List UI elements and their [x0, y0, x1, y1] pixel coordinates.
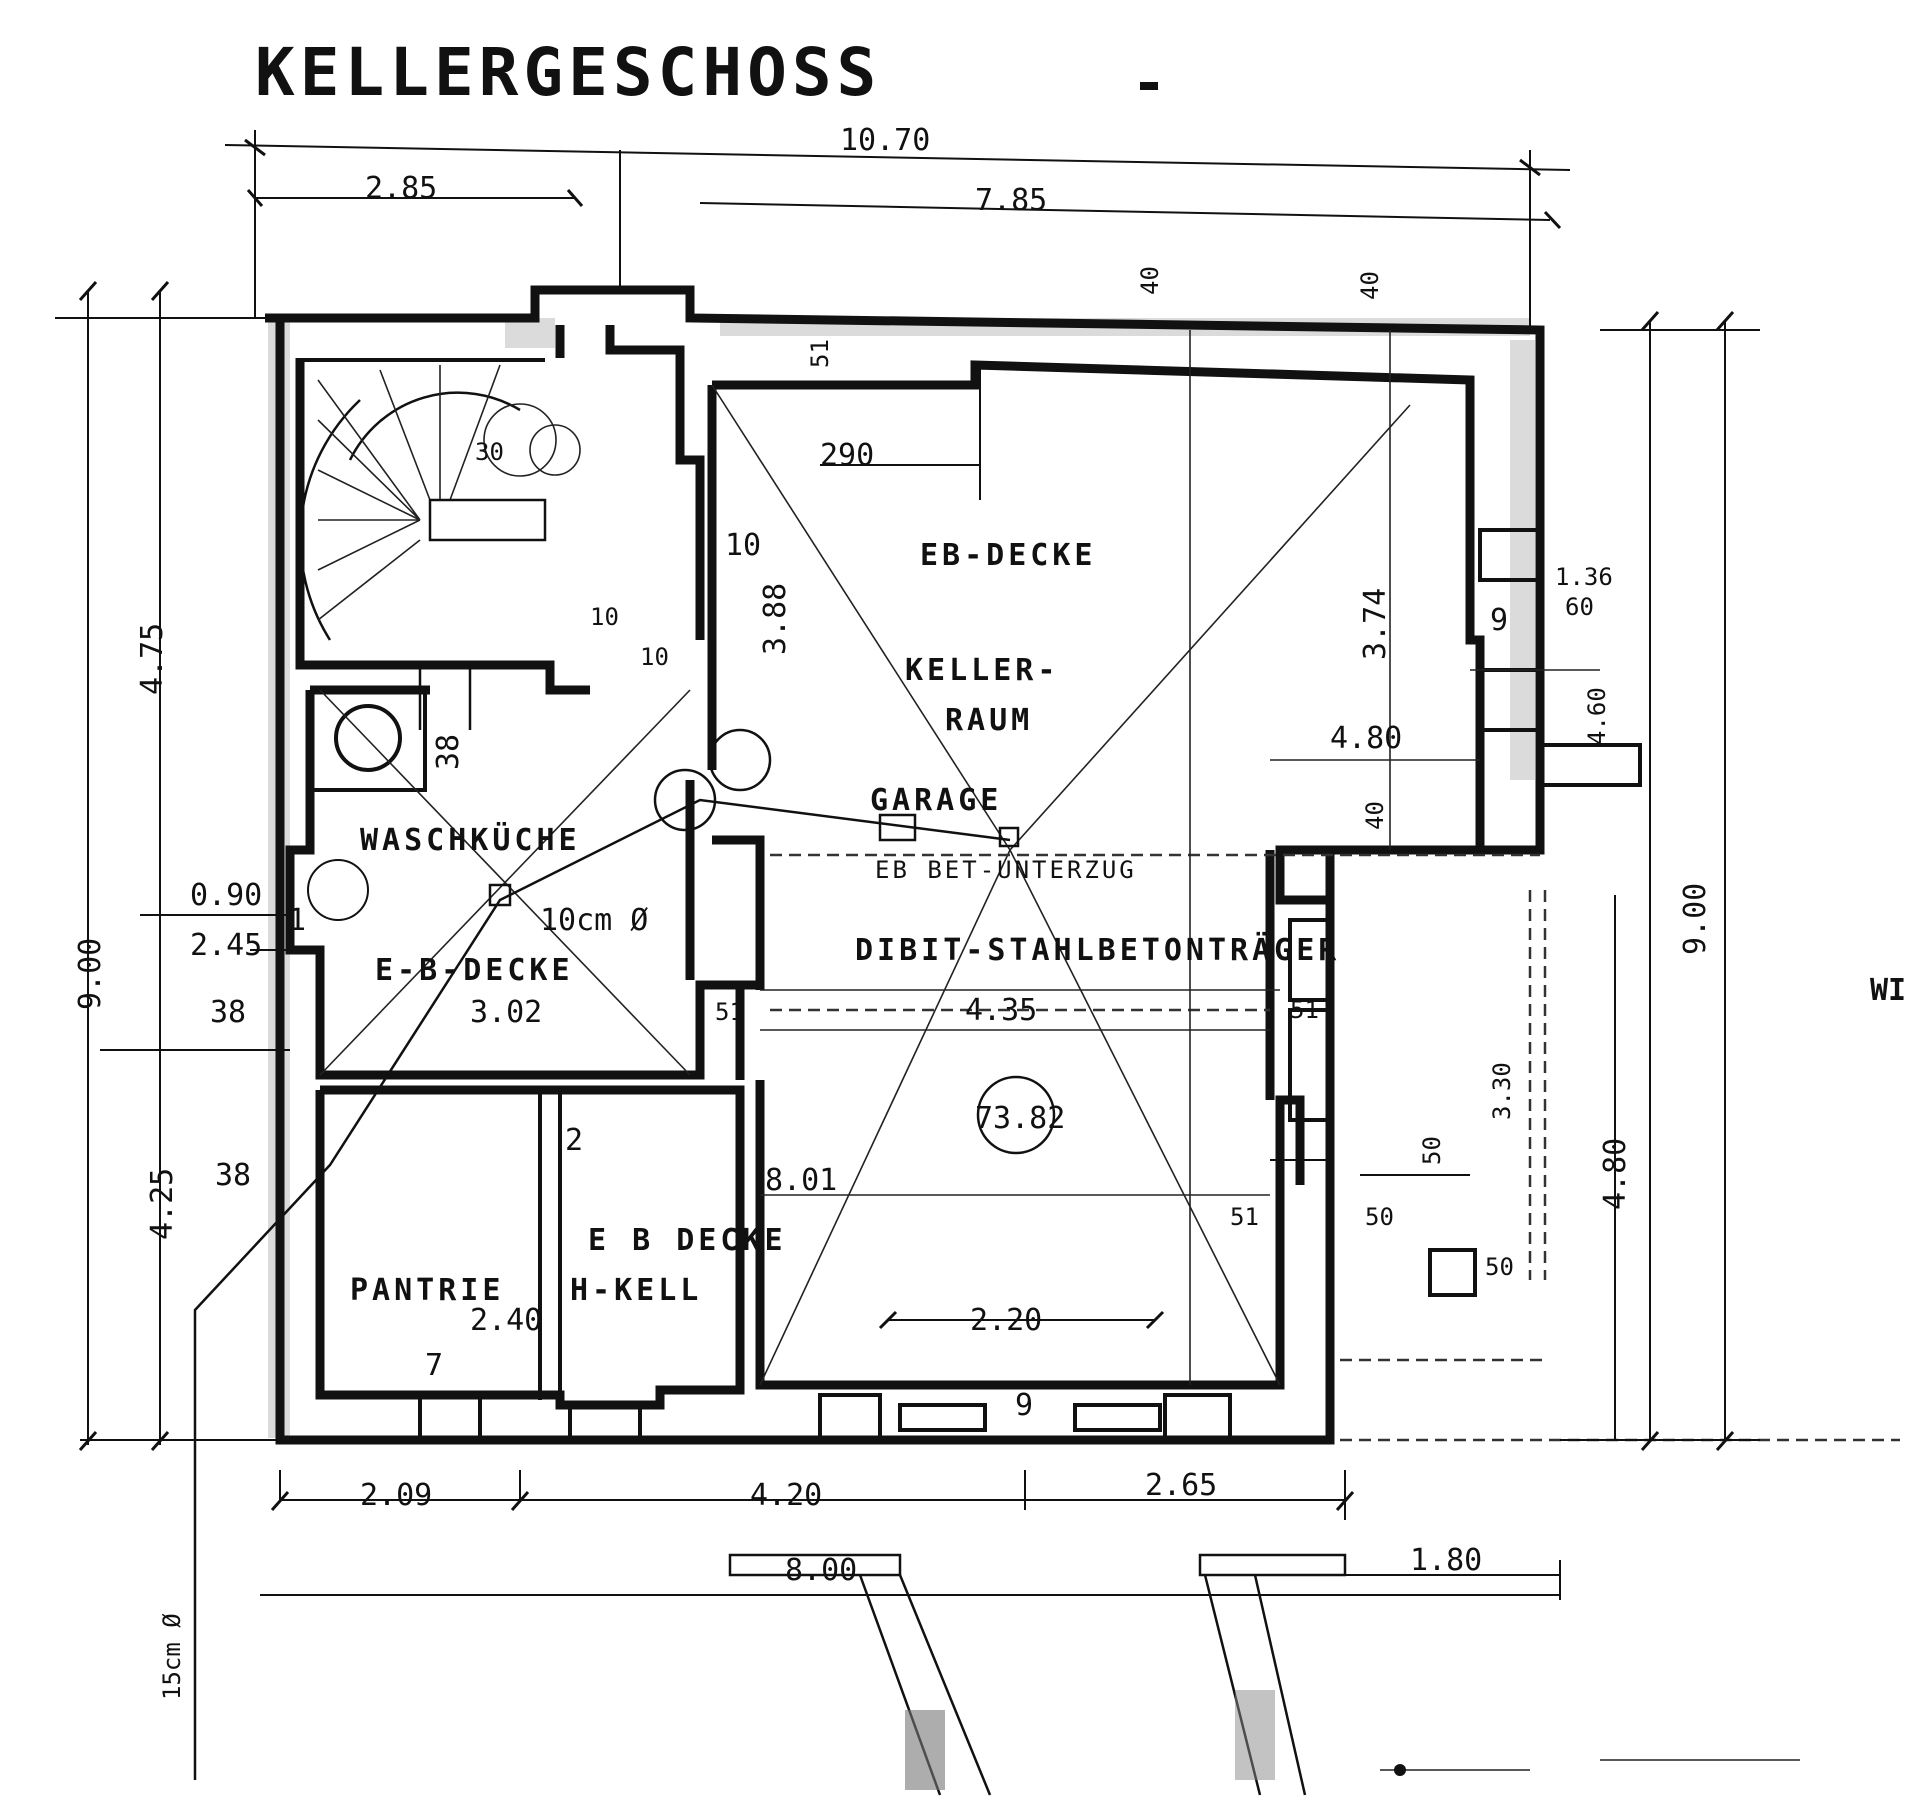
stair-mark-1: 1: [288, 903, 306, 938]
dim-480-b: 4.80: [1598, 1138, 1633, 1210]
dim-136: 1.36: [1555, 563, 1613, 591]
garage-ceiling: EB-DECKE: [920, 538, 1097, 573]
structure-lines: [760, 330, 1600, 1385]
dim-290: 290: [820, 438, 874, 473]
dim-480: 4.80: [1330, 721, 1402, 756]
laundry-area: 3.02: [470, 995, 542, 1030]
dim-209: 2.09: [360, 1478, 432, 1513]
garage-area-circle: [976, 1075, 1056, 1155]
driveway: [728, 1553, 1800, 1796]
dim-420: 4.20: [750, 1478, 822, 1513]
dim-265: 2.65: [1145, 1468, 1217, 1503]
dim-460: 4.60: [1583, 687, 1611, 745]
dim-total-width: 10.70: [840, 123, 930, 158]
laundry-ceiling: E-B-DECKE: [375, 953, 574, 988]
pantry-cellar: H-KELL: [570, 1273, 702, 1308]
inner-walls: [285, 325, 1642, 1442]
dim-090: 0.90: [190, 878, 262, 913]
dim-10-b: 10: [590, 603, 619, 631]
dimension-lines: [55, 130, 1760, 1600]
dim-40-b: 40: [1356, 271, 1384, 300]
dim-51-c: 51: [1230, 1203, 1259, 1231]
dim-435: 4.35: [965, 993, 1037, 1028]
dim-51-b: 51: [1290, 996, 1319, 1024]
dimension-ticks: [78, 138, 1735, 1511]
dim-330: 3.30: [1488, 1062, 1516, 1120]
dim-30: 30: [475, 438, 504, 466]
stair-mark-10: 10: [725, 528, 761, 563]
dim-40-c: 40: [1361, 801, 1389, 830]
plan-title: KELLERGESCHOSS: [255, 34, 881, 111]
outer-walls: [265, 285, 1545, 1445]
dim-left-width: 2.85: [365, 171, 437, 206]
garage-beam-note: EB BET-UNTERZUG: [875, 856, 1137, 884]
dim-50-a: 50: [1365, 1203, 1394, 1231]
dim-total-depth-left: 9.00: [73, 938, 108, 1010]
dim-180: 1.80: [1410, 1543, 1482, 1578]
garage-cellar-2: RAUM: [945, 703, 1033, 738]
garage-cellar-1: KELLER-: [905, 653, 1059, 688]
stair-mark-2: 2: [565, 1123, 583, 1158]
laundry-drain: 10cm Ø: [540, 903, 648, 938]
dim-800: 8.00: [785, 1553, 857, 1588]
dim-50-c: 50: [1485, 1253, 1514, 1281]
dim-60: 60: [1565, 593, 1594, 621]
staircase: [299, 364, 581, 730]
dim-804: 8.01: [765, 1163, 837, 1198]
dim-9: 9: [1490, 603, 1508, 638]
pantry-name: PANTRIE: [350, 1273, 504, 1308]
dim-51-a: 51: [715, 998, 744, 1026]
dim-374: 3.74: [1358, 588, 1393, 660]
pantry-ceiling: E B DECKE: [588, 1223, 787, 1258]
dim-38-a: 38: [210, 995, 246, 1030]
pipe-label: 15cm Ø: [158, 1613, 186, 1700]
dashed-guides: [770, 853, 1900, 1442]
dim-50-b: 50: [1418, 1136, 1446, 1165]
garage-diagonals: [193, 384, 1411, 1780]
garage-area: 73.82: [975, 1101, 1065, 1136]
dim-245: 2.45: [190, 928, 262, 963]
stair-mark-7: 7: [425, 1348, 443, 1383]
dim-40: 40: [1136, 266, 1164, 295]
garage-name: GARAGE: [870, 783, 1002, 818]
laundry-name: WASCHKÜCHE: [360, 821, 581, 858]
garage-beam: DIBIT-STAHLBETONTRÄGER: [855, 932, 1340, 968]
laundry-drain-circle: [307, 859, 369, 921]
dim-220: 2.20: [970, 1303, 1042, 1338]
title-dash: [1140, 82, 1158, 90]
dim-10-a: 10: [640, 643, 669, 671]
dim-right-width: 7.85: [975, 183, 1047, 218]
dim-lower-depth: 4.25: [145, 1168, 180, 1240]
dim-38-b: 38: [215, 1158, 251, 1193]
door-mark: 9: [1015, 1388, 1033, 1423]
side-cut-label: WI: [1870, 973, 1906, 1008]
dim-38-c: 38: [431, 734, 466, 770]
dim-388: 3.88: [758, 583, 793, 655]
dim-51-d: 51: [806, 339, 834, 368]
dim-upper-depth: 4.75: [135, 623, 170, 695]
dim-total-depth-right: 9.00: [1678, 883, 1713, 955]
pantry-area: 2.40: [470, 1303, 542, 1338]
